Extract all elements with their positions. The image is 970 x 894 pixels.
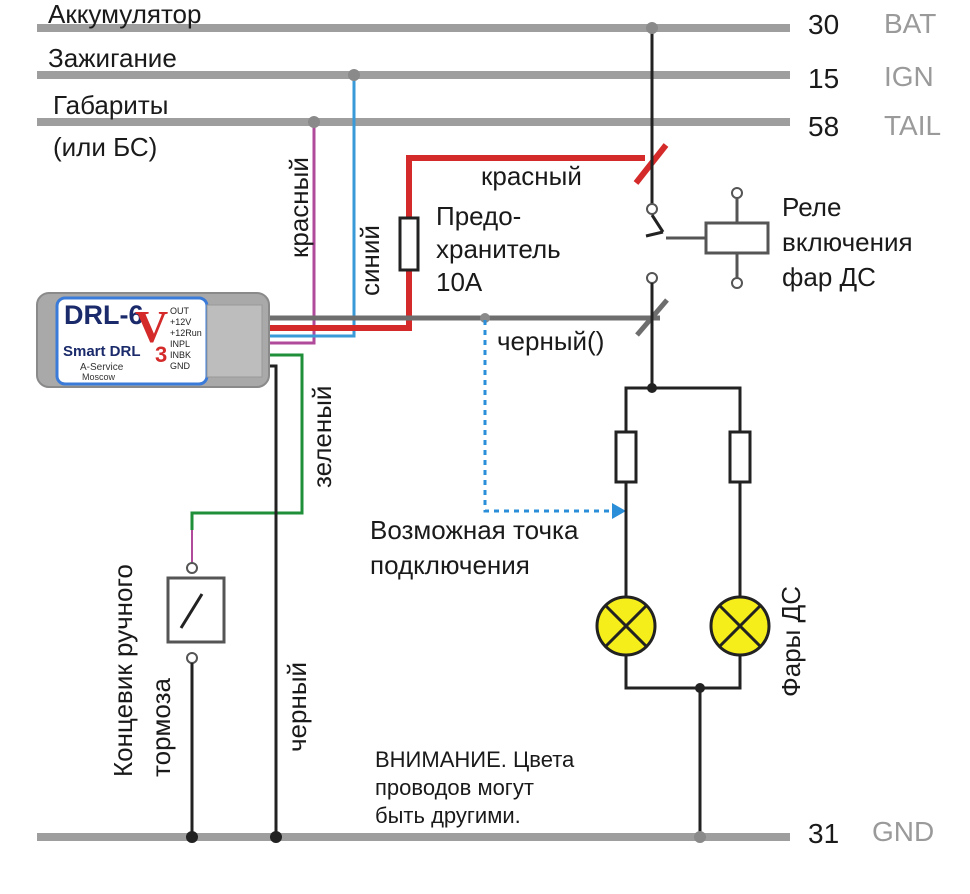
bus-ign-code: IGN <box>884 61 934 92</box>
module-connector <box>206 304 263 378</box>
lamp-branch-bottom <box>624 655 742 690</box>
bus-tail-num: 58 <box>808 111 840 142</box>
wire-blue <box>262 75 356 338</box>
wire-purple <box>262 122 316 345</box>
relay-contact-bottom <box>646 272 658 284</box>
module-version-num: 3 <box>155 342 168 367</box>
handbrake-label-2: тормоза <box>146 678 176 777</box>
module-maker: A-Service <box>80 362 124 373</box>
bus-ign-label: Зажигание <box>48 43 177 73</box>
handbrake-label-1: Концевик ручного <box>108 564 138 777</box>
bus-bat-label: Аккумулятор <box>48 0 202 29</box>
module-version: V <box>135 301 169 352</box>
alt-point-label-2: подключения <box>370 550 530 580</box>
bus-gnd-num: 31 <box>808 818 840 849</box>
pin-out: OUT <box>170 306 189 316</box>
relay-coil <box>704 221 770 255</box>
relay-coil-terminal-bottom <box>731 277 743 289</box>
fuse-label-2: хранитель <box>436 234 561 264</box>
junction-out <box>480 313 490 323</box>
junction-tail <box>308 116 320 128</box>
relay-contact-top <box>646 203 658 215</box>
junction-gnd-module <box>270 831 282 843</box>
wire-green <box>190 353 304 530</box>
lamp-left <box>595 595 657 657</box>
relay-switch-blade <box>645 230 664 238</box>
junction-gnd-lamps <box>694 831 706 843</box>
relay-switch <box>650 214 665 233</box>
fuse-symbol <box>398 216 420 272</box>
module-pin-list: OUT +12V +12Run INPL INBK GND <box>170 306 202 372</box>
junction-ign <box>348 69 360 81</box>
junction-bat <box>646 22 658 34</box>
lamp-fuse-left <box>614 430 638 484</box>
module-sub: Smart DRL <box>63 343 141 360</box>
bus-ign-num: 15 <box>808 63 840 94</box>
bus-tail-code: TAIL <box>884 110 942 141</box>
wire-black-gnd <box>262 364 278 837</box>
bus-tail-label-2: (или БС) <box>53 132 158 162</box>
bus-bat-code: BAT <box>884 8 937 39</box>
black-out-label: черный() <box>497 326 605 356</box>
black-wire-label: черный <box>282 661 312 752</box>
pin-12v: +12V <box>170 317 192 327</box>
blue-wire-label: синий <box>355 225 385 296</box>
warning-line-3: быть другими. <box>375 803 521 828</box>
green-wire-label: зеленый <box>307 385 337 488</box>
pin-gnd: GND <box>170 361 190 371</box>
handbrake-terminal-top <box>186 562 198 574</box>
red-top-label: красный <box>481 161 582 191</box>
relay-label-2: включения <box>782 227 913 257</box>
module-name: DRL-6 <box>64 300 144 330</box>
lamp-fuse-right <box>728 430 752 484</box>
pin-inpl: INPL <box>170 339 191 349</box>
bus-tail-label: Габариты <box>53 90 169 120</box>
red-wire-label: красный <box>284 157 314 258</box>
fuse-label-1: Предо- <box>436 201 522 231</box>
bus-gnd-code: GND <box>872 816 935 847</box>
lamp-branch-top <box>624 386 742 432</box>
relay-label-1: Реле <box>782 192 842 222</box>
dotted-arrow <box>612 503 626 519</box>
junction-gnd-handbrake <box>186 831 198 843</box>
lamps-label: Фары ДС <box>776 586 806 697</box>
pin-12run: +12Run <box>170 328 202 338</box>
junction-lamps-bottom <box>695 683 705 693</box>
dotted-alt-wire <box>483 320 615 513</box>
handbrake-blade <box>179 593 204 629</box>
handbrake-switch-box <box>166 576 226 644</box>
handbrake-terminal-bottom <box>186 652 198 664</box>
pin-inbk: INBK <box>170 350 192 360</box>
relay-label-3: фар ДС <box>782 262 876 292</box>
relay-coil-terminal-top <box>731 187 743 199</box>
fuse-label-3: 10А <box>436 267 483 297</box>
alt-point-label-1: Возможная точка <box>370 515 579 545</box>
warning-line-2: проводов могут <box>375 775 534 800</box>
lamp-right <box>709 595 771 657</box>
module-city: Moscow <box>82 372 116 382</box>
bus-bat-num: 30 <box>808 9 840 40</box>
warning-line-1: ВНИМАНИЕ. Цвета <box>375 747 575 772</box>
